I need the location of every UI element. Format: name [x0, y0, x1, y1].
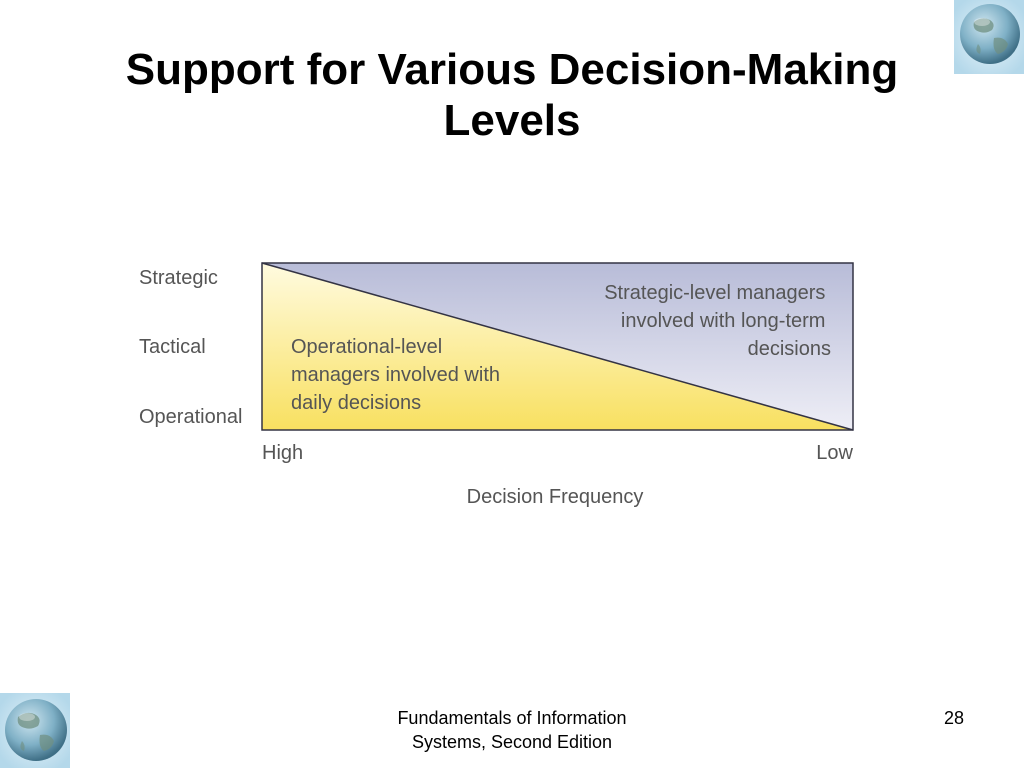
- footer-line-1: Fundamentals of Information: [397, 708, 627, 728]
- globe-icon: [954, 0, 1024, 74]
- level-label-strategic: Strategic: [139, 267, 218, 289]
- x-end-label-low: Low: [816, 442, 853, 464]
- operational-description: Operational-level managers involved with…: [291, 336, 506, 414]
- x-end-label-high: High: [262, 442, 303, 464]
- operational-description-line: Operational-level: [291, 336, 442, 358]
- operational-description-line: daily decisions: [291, 392, 421, 414]
- slide-title: Support for Various Decision-Making Leve…: [60, 44, 964, 146]
- level-label-tactical: Tactical: [139, 336, 206, 358]
- footer-line-2: Systems, Second Edition: [411, 732, 613, 752]
- level-label-operational: Operational: [139, 406, 242, 428]
- strategic-description-line: involved with long-term: [621, 310, 826, 332]
- diagonal-divider: [261, 262, 854, 431]
- page-number: 28: [943, 708, 964, 728]
- globe-icon: [0, 693, 70, 768]
- diagram-frame: [261, 262, 854, 431]
- slide-title-line-1: Support for Various Decision-Making: [125, 45, 899, 94]
- slide-title-line-2: Levels: [443, 96, 581, 145]
- strategic-description-line: Strategic-level managers: [604, 282, 825, 304]
- strategic-description-line: decisions: [748, 338, 831, 360]
- operational-description-line: managers involved with: [291, 364, 500, 386]
- slide-footer: Fundamentals of Information Systems, Sec…: [352, 706, 672, 754]
- x-axis-label: Decision Frequency: [467, 486, 644, 508]
- strategic-description: Strategic-level managers involved with l…: [604, 282, 831, 360]
